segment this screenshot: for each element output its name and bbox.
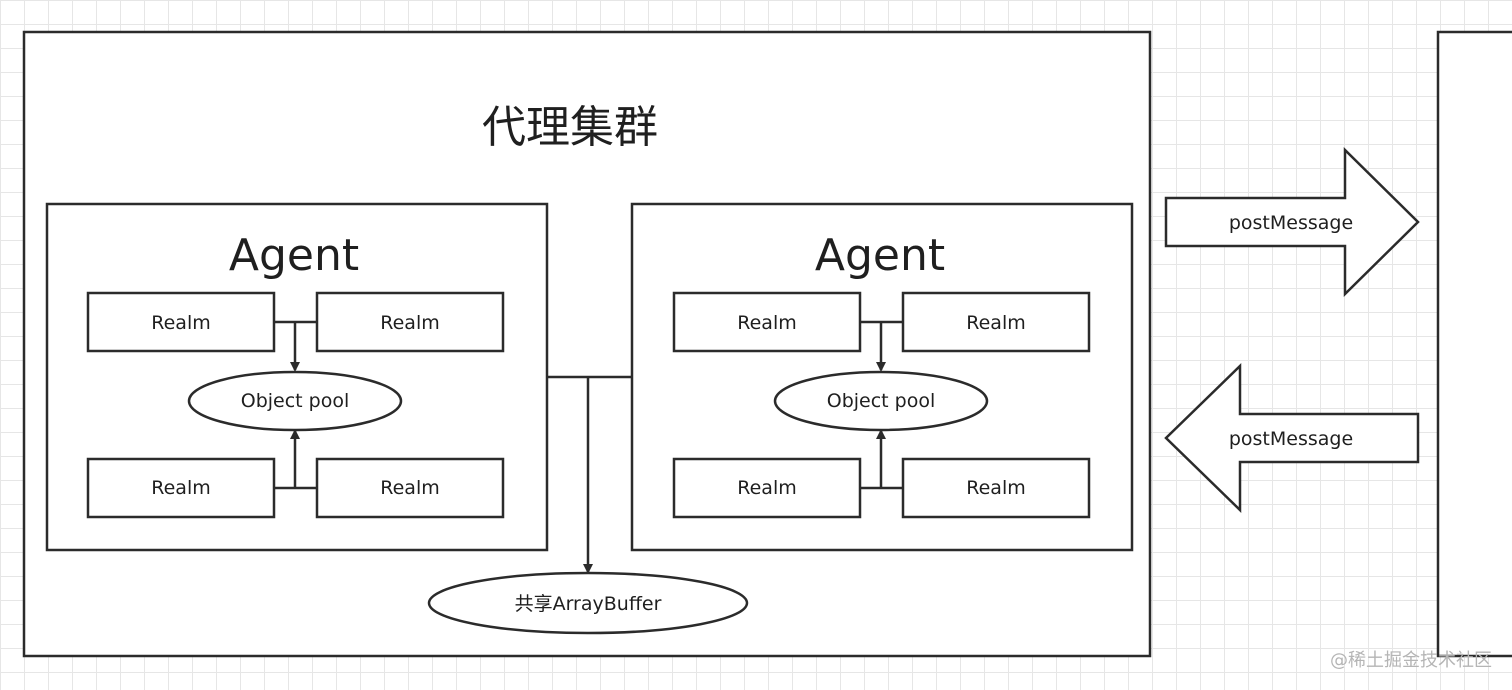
cluster-title: 代理集群: [482, 102, 658, 153]
agent-2-realm-bottom-left: [672, 457, 862, 519]
agent-1-object-pool-label: Object pool: [241, 390, 350, 412]
agent-1-realm-top-left: [86, 291, 276, 353]
agent-2: Agent Realm Realm Object pool Realm Real…: [630, 202, 1134, 552]
agent-1: Agent Realm Realm Object pool Realm Real…: [45, 202, 549, 552]
agent-2-title: Agent: [815, 230, 945, 281]
agent-1-title: Agent: [229, 230, 359, 281]
agent-2-realm-top-left-label: Realm: [737, 312, 796, 334]
shared-arraybuffer-label: 共享ArrayBuffer: [515, 593, 662, 615]
agent-2-object-pool-label: Object pool: [827, 390, 936, 412]
shared-arraybuffer: [427, 571, 749, 635]
agent-2-realm-bottom-right-label: Realm: [966, 477, 1025, 499]
post-message-outgoing-arrow: [1164, 147, 1420, 297]
external-container: [1436, 30, 1512, 658]
post-message-incoming-label: postMessage: [1229, 428, 1353, 450]
agent-1-realm-bottom-right-label: Realm: [380, 477, 439, 499]
post-message-incoming-arrow: [1164, 363, 1420, 513]
watermark-text: @稀土掘金技术社区: [1330, 650, 1492, 671]
agent-1-realm-bottom-left: [86, 457, 276, 519]
agent-2-realm-top-right-label: Realm: [966, 312, 1025, 334]
post-message-outgoing-label: postMessage: [1229, 212, 1353, 234]
agent-1-realm-top-right: [315, 291, 505, 353]
agent-1-realm-top-right-label: Realm: [380, 312, 439, 334]
agent-2-realm-bottom-right: [901, 457, 1091, 519]
agent-1-realm-bottom-left-label: Realm: [151, 477, 210, 499]
agent-1-realm-bottom-right: [315, 457, 505, 519]
agent-2-realm-bottom-left-label: Realm: [737, 477, 796, 499]
agent-1-realm-top-left-label: Realm: [151, 312, 210, 334]
